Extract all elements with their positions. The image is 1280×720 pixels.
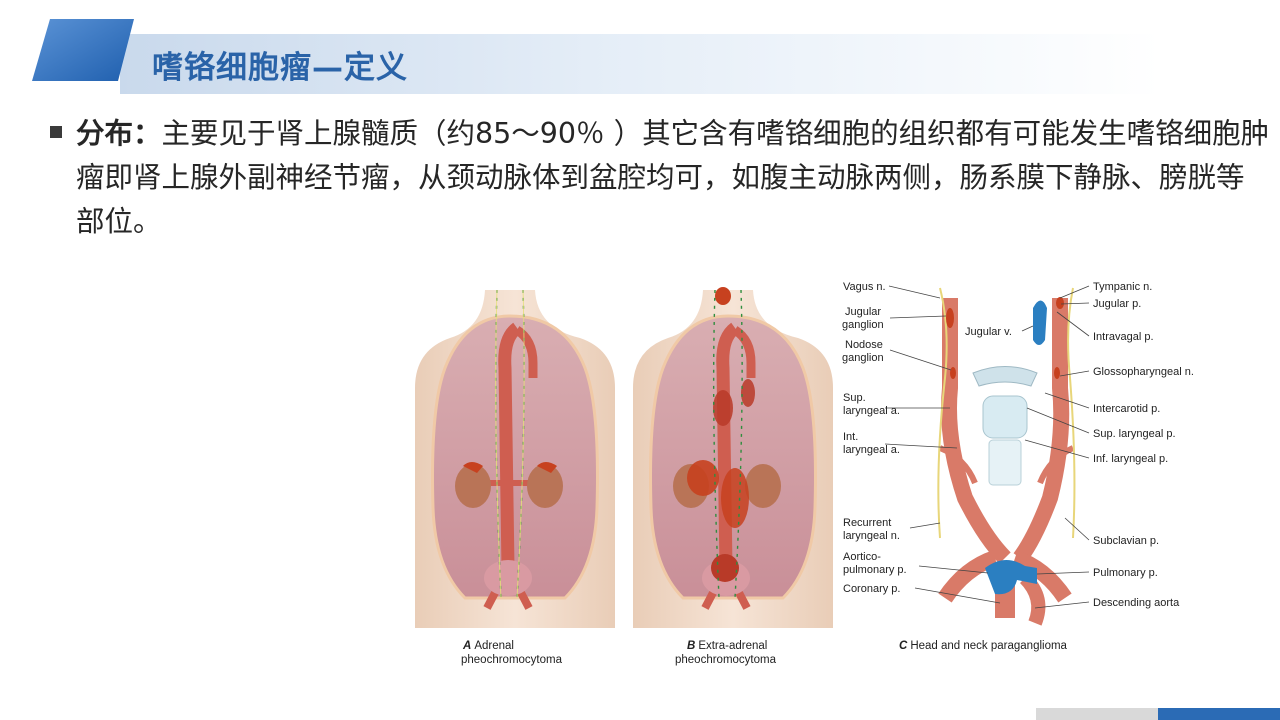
label-pulmonary-p: Pulmonary p. <box>1093 567 1158 579</box>
label-jugular-v: Jugular v. <box>965 326 1012 338</box>
label-sup: Sup. <box>843 392 866 404</box>
panel-c-leader-lines <box>884 285 1090 609</box>
label-descending-aorta: Descending aorta <box>1093 597 1180 609</box>
label-aortico: Aortico- <box>843 551 881 563</box>
panel-b-caption-2: pheochromocytoma <box>675 654 777 666</box>
footer-bar-grey <box>1036 708 1158 720</box>
label-int-laryngeal-a: laryngeal a. <box>843 444 900 456</box>
label-subclavian-p: Subclavian p. <box>1093 535 1159 547</box>
label-jugular-ganglion: ganglion <box>842 319 884 331</box>
title-band <box>120 34 1160 94</box>
label-recurrent: Recurrent <box>843 517 891 529</box>
bullet-text: 主要见于肾上腺髓质（约85～90％ ）其它含有嗜铬细胞的组织都有可能发生嗜铬细胞… <box>76 117 1270 238</box>
label-glossopharyngeal-n: Glossopharyngeal n. <box>1093 366 1194 378</box>
bullet-square <box>50 126 62 138</box>
title-accent-block <box>32 19 134 81</box>
bullet-lead: 分布： <box>76 117 162 150</box>
footer-bar-blue <box>1158 708 1280 720</box>
label-vagus-n: Vagus n. <box>843 281 886 293</box>
bullet-paragraph: 分布：主要见于肾上腺髓质（约85～90％ ）其它含有嗜铬细胞的组织都有可能发生嗜… <box>76 112 1272 244</box>
label-inf-laryngeal-p: Inf. laryngeal p. <box>1093 453 1168 465</box>
panel-c-right-labels: Tympanic n. Jugular p. Intravagal p. Glo… <box>1093 281 1194 609</box>
label-nodose-ganglion: ganglion <box>842 352 884 364</box>
label-int: Int. <box>843 431 858 443</box>
label-nodose: Nodose <box>845 339 883 351</box>
label-sup-laryngeal-a: laryngeal a. <box>843 405 900 417</box>
label-intercarotid-p: Intercarotid p. <box>1093 403 1160 415</box>
panel-c-left-labels: Vagus n. Jugular ganglion Nodose ganglio… <box>842 281 1012 595</box>
label-jugular: Jugular <box>845 306 881 318</box>
panel-c-diagram <box>937 287 1076 626</box>
label-sup-laryngeal-p: Sup. laryngeal p. <box>1093 428 1176 440</box>
label-aortico-pulmonary-p: pulmonary p. <box>843 564 907 576</box>
label-recurrent-laryngeal-n: laryngeal n. <box>843 530 900 542</box>
label-tympanic-n: Tympanic n. <box>1093 281 1152 293</box>
slide-title: 嗜铬细胞瘤—定义 <box>152 50 408 86</box>
panel-a-caption-2: pheochromocytoma <box>461 654 563 666</box>
label-coronary-p: Coronary p. <box>843 583 900 595</box>
label-jugular-p: Jugular p. <box>1093 298 1141 310</box>
panel-a-torso <box>415 289 615 628</box>
panel-b-torso <box>633 287 833 628</box>
label-intravagal-p: Intravagal p. <box>1093 331 1154 343</box>
